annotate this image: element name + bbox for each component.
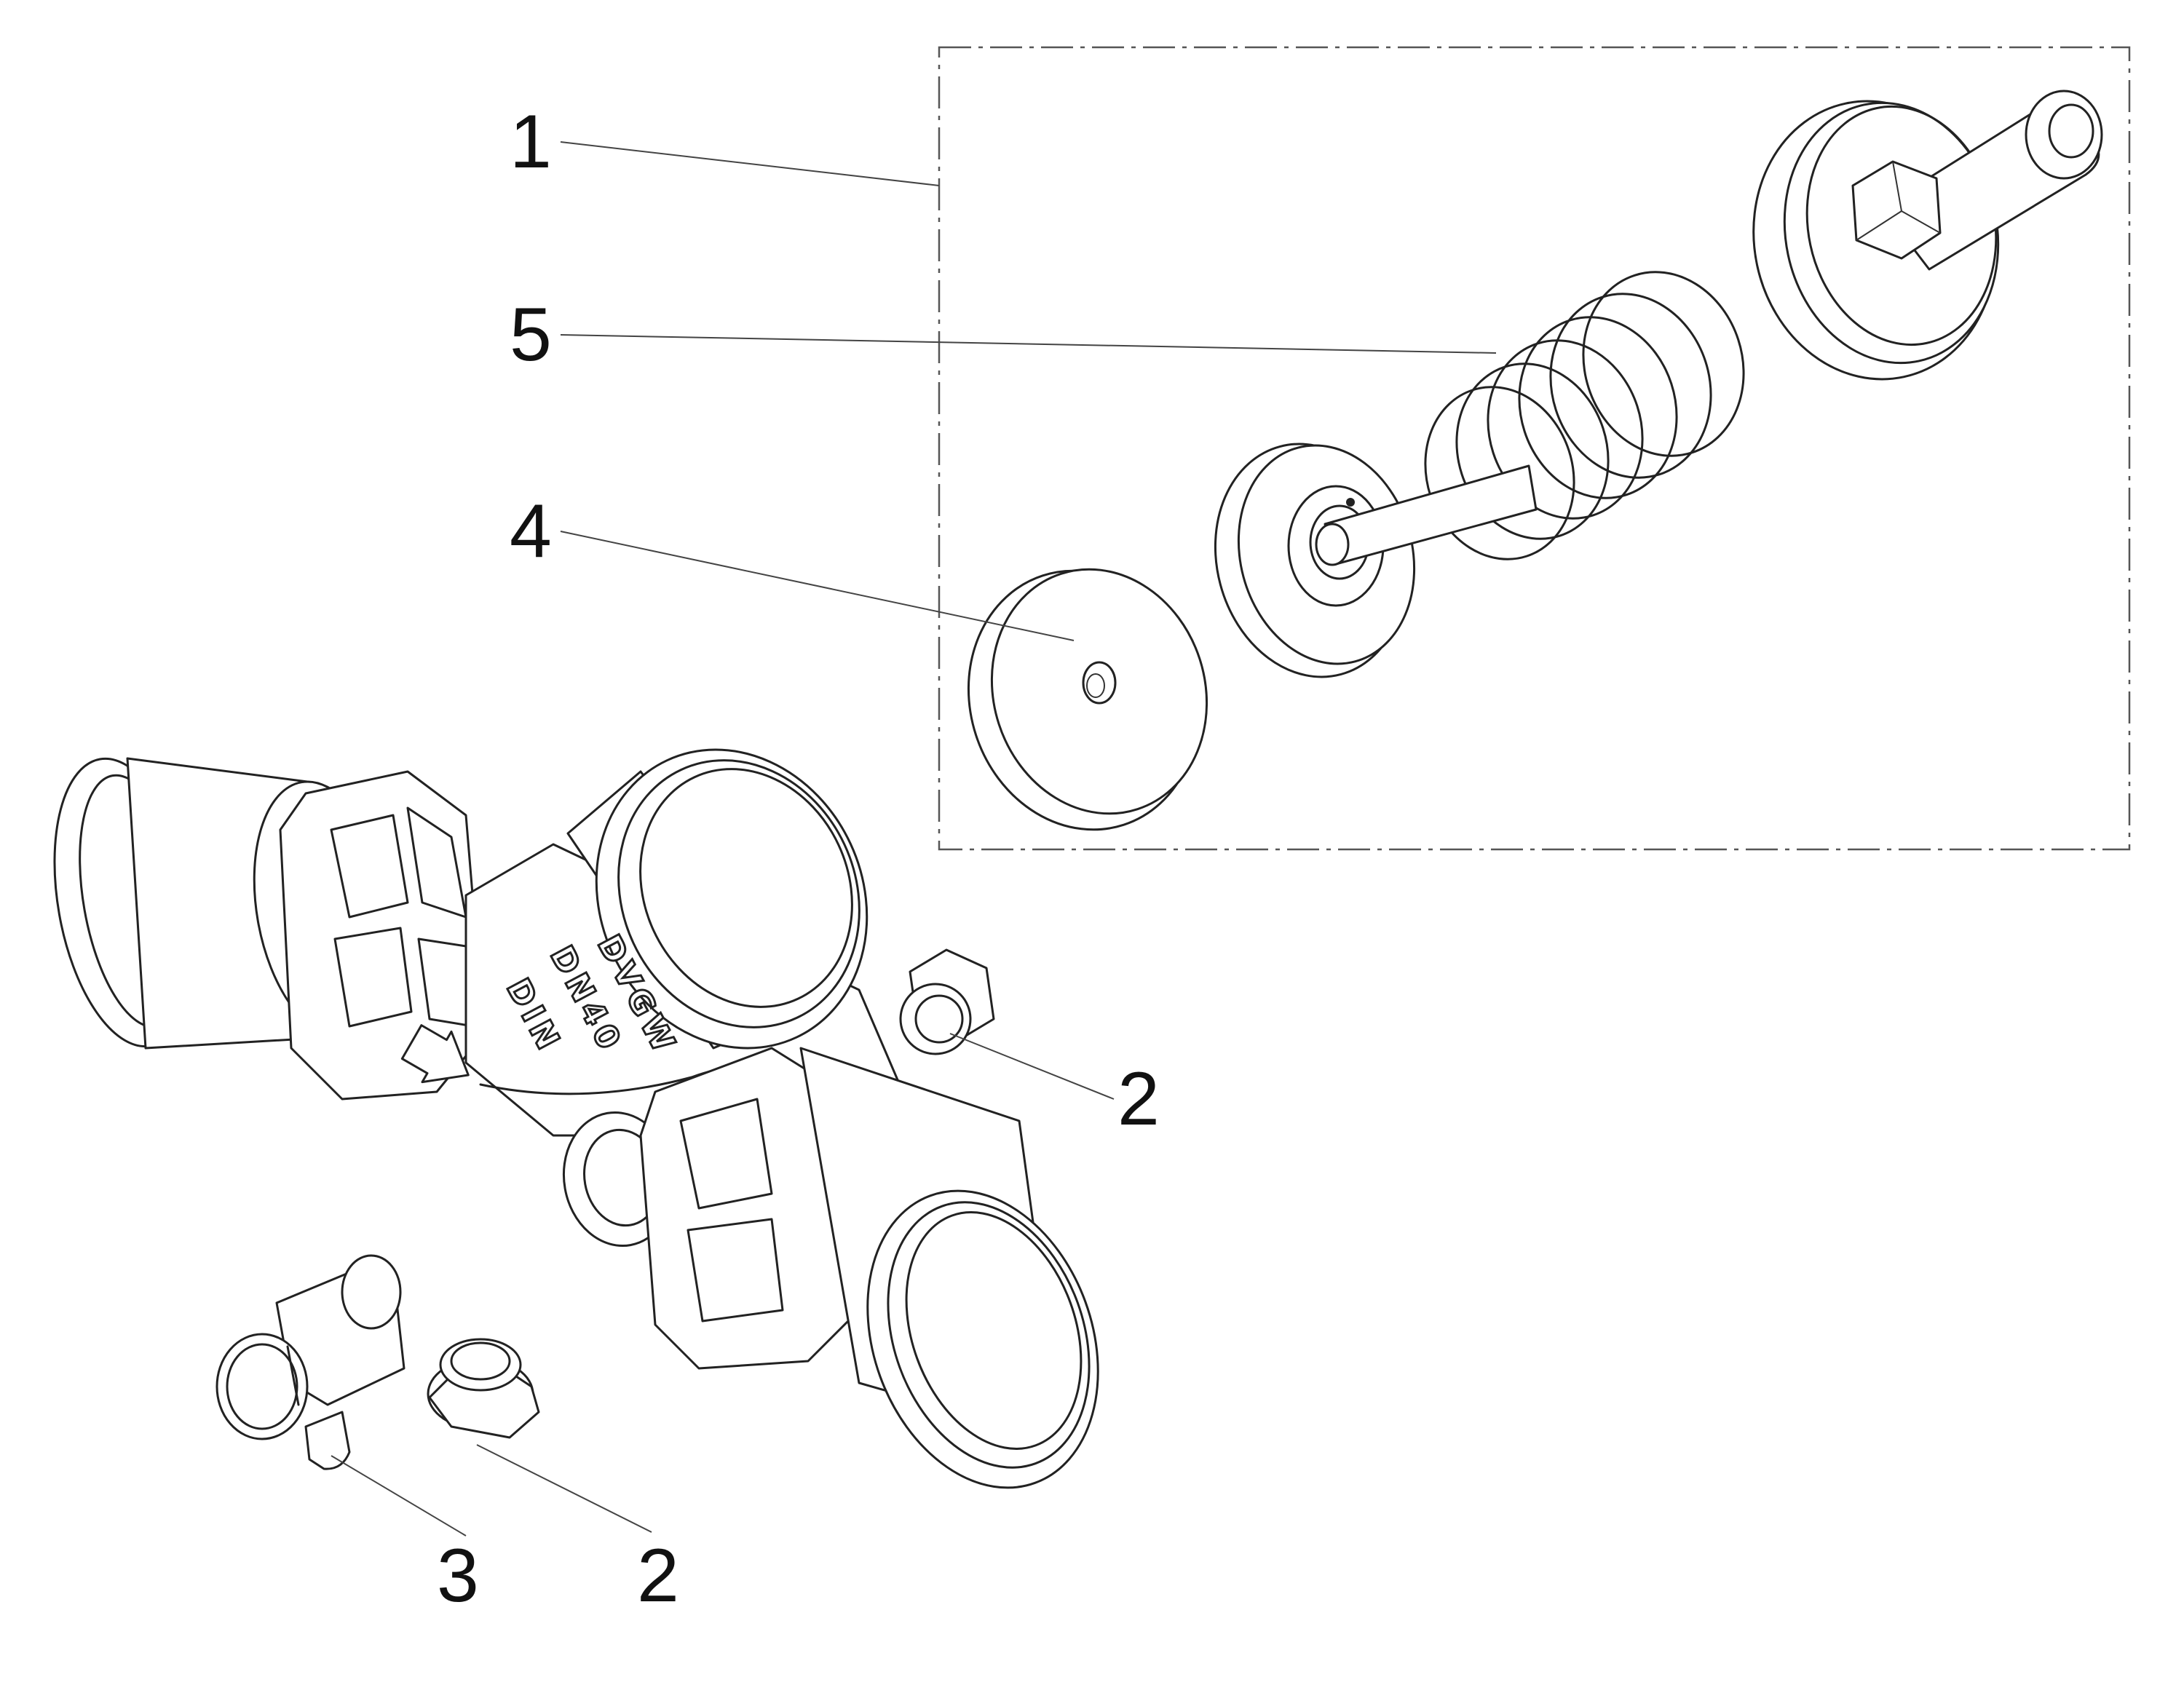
coil-spring (1424, 271, 1745, 560)
callout-5: 5 (510, 293, 552, 377)
leader-5 (560, 334, 1497, 354)
leader-3 (331, 1455, 467, 1537)
cover-cap-with-stem (1752, 90, 2103, 381)
valve-body: DVGW DN40 DIN (53, 748, 1099, 1489)
leader-4 (560, 531, 1075, 641)
seal-disc (967, 568, 1208, 831)
leader-2-upper (949, 1033, 1115, 1100)
kit-boundary-frame (938, 46, 2131, 851)
valve-disc-with-rod (1214, 443, 1538, 678)
callout-4: 4 (510, 489, 552, 574)
leader-1 (560, 141, 940, 186)
callout-3: 3 (437, 1534, 479, 1618)
callout-1: 1 (510, 100, 552, 184)
flow-arrow-icon (400, 1024, 470, 1084)
callout-2-upper: 2 (1117, 1057, 1160, 1141)
callout-2-lower: 2 (637, 1534, 679, 1618)
blanking-plug-lower (427, 1338, 540, 1439)
leader-2-lower (476, 1444, 652, 1533)
drain-valve (215, 1254, 405, 1470)
blanking-plug-upper (899, 948, 995, 1055)
